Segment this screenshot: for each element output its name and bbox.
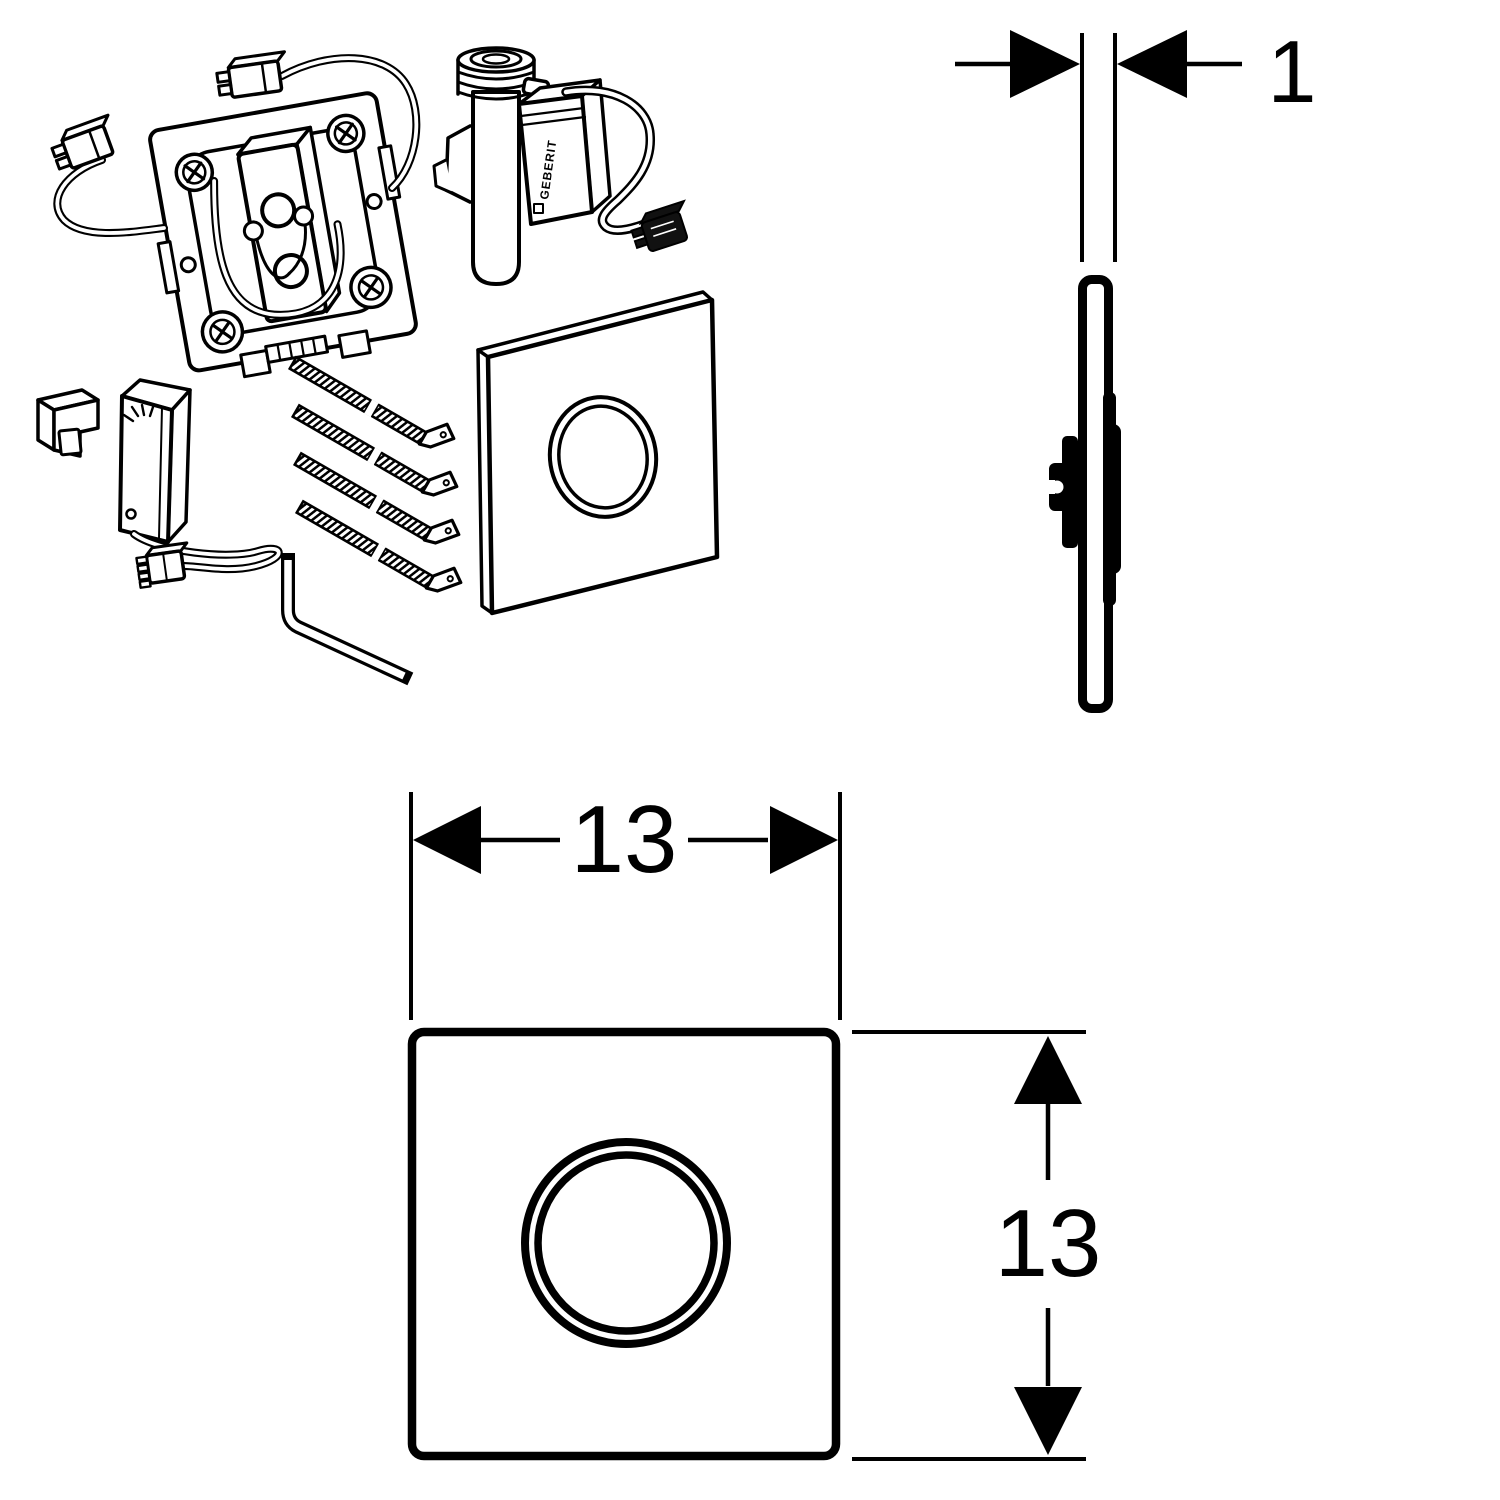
arrowhead-down-icon <box>1014 1387 1082 1455</box>
screw-top-left <box>174 152 215 193</box>
height-dimension: 13 <box>852 1030 1102 1461</box>
arrowhead-up-icon <box>1014 1036 1082 1104</box>
arrowhead-right-icon <box>1010 30 1080 98</box>
thickness-dimension-label: 1 <box>1268 22 1317 121</box>
width-dimension: 13 <box>409 786 842 1020</box>
flush-plate-3d <box>476 290 720 616</box>
arrowhead-left-icon <box>1117 30 1187 98</box>
screw-bottom-right <box>349 265 393 310</box>
plate-front-face <box>407 1027 841 1461</box>
arrowhead-left-icon <box>413 806 481 874</box>
fixing-bolt-3 <box>292 451 461 545</box>
valve-connector <box>630 199 689 252</box>
solenoid-valve: GEBERIT <box>432 46 689 286</box>
screw-bottom-left <box>200 310 245 354</box>
valve-clip <box>444 124 472 204</box>
allen-key <box>281 553 414 686</box>
mounting-frame <box>148 91 418 379</box>
side-view: 1 <box>955 22 1317 713</box>
cable-left <box>53 156 168 237</box>
spray-icon <box>122 403 155 423</box>
cable-top <box>278 54 421 192</box>
plate-ring-inner-3d <box>557 404 649 510</box>
fixing-bolt-4 <box>294 499 463 593</box>
button-ring-outer <box>521 1138 731 1348</box>
brand-logo-square <box>533 203 544 214</box>
fixing-bolt-2 <box>290 403 459 497</box>
arrowhead-right-icon <box>770 806 838 874</box>
plate-ring-outer-3d <box>547 395 659 519</box>
connector-top <box>215 50 286 99</box>
frame-left-tab <box>156 240 181 295</box>
psu-connector <box>135 541 189 589</box>
exploded-parts-view: GEBERIT <box>36 46 720 686</box>
button-ring-inner <box>534 1151 718 1335</box>
height-dimension-label: 13 <box>995 1190 1102 1297</box>
connector-left <box>50 113 115 171</box>
screw-top-right <box>326 113 366 154</box>
retaining-clip <box>36 388 100 458</box>
power-supply-unit <box>118 378 283 589</box>
fixing-bolt-1 <box>287 355 456 449</box>
width-dimension-label: 13 <box>571 786 678 893</box>
front-view: 13 13 <box>407 786 1102 1461</box>
